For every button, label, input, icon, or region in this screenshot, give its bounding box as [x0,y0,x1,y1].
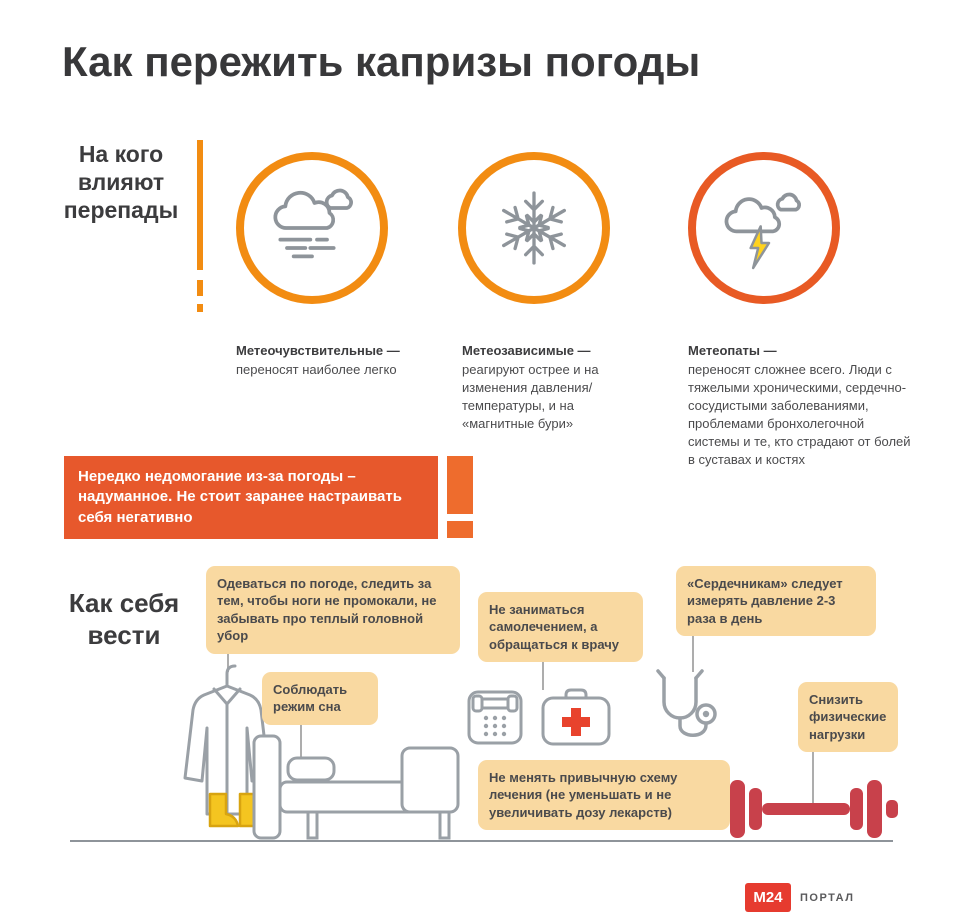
first-aid-kit-icon [541,688,611,746]
phone-icon [467,690,523,745]
exclamation-icon-dot [447,521,473,538]
term-description: переносят сложнее всего. Люди с тяжелыми… [688,361,911,467]
term-label: Метеочувствительные — [236,343,400,358]
warning-banner: Нередко недомогание из-за погоды – надум… [64,456,438,539]
section1-accent-dash [197,304,203,312]
stethoscope-icon [656,669,717,737]
portal-caption: ПОРТАЛ [800,892,855,904]
tip-bubble-medication: Не менять привычную схему лечения (не ум… [478,760,730,831]
connector-line [812,730,814,806]
connector-line [300,700,302,760]
tip-bubble-exercise: Снизить физические нагрузки [798,682,898,753]
section1-accent-dash [197,280,203,296]
page-title: Как пережить капризы погоды [62,38,701,85]
storm-cloud-icon [724,192,801,270]
fog-cloud-icon [273,188,353,259]
meteo-sensitive-text: Метеочувствительные — переносят наиболее… [236,342,431,379]
term-description: переносят наиболее легко [236,361,397,377]
ground-line [70,840,893,842]
connector-line [692,620,694,672]
term-description: реагируют острее и на изменения давления… [462,361,599,431]
meteo-dependent-text: Метеозависимые — реагируют острее и на и… [462,342,642,433]
exclamation-icon [447,456,473,514]
tip-bubble-sleep: Соблюдать режим сна [262,672,378,725]
meteo-dependent-circle [458,152,610,304]
m24-logo: М24 [745,883,791,912]
term-label: Метеозависимые — [462,343,591,358]
section2-label: Как себя вести [68,588,180,650]
warning-text: Нередко недомогание из-за погоды – надум… [78,468,402,526]
term-label: Метеопаты — [688,343,777,358]
meteo-sensitive-circle [236,152,388,304]
meteopath-circle [688,152,840,304]
tip-bubble-pressure: «Сердечникам» следует измерять давление … [676,566,876,637]
bed-icon [252,734,460,840]
tip-bubble-doctor: Не заниматься самолечением, а обращаться… [478,592,643,663]
snowflake-icon [502,191,566,265]
dumbbell-icon [714,780,898,838]
tip-bubble-clothing: Одеваться по погоде, следить за тем, что… [206,566,460,654]
meteopath-text: Метеопаты — переносят сложнее всего. Люд… [688,342,912,469]
section1-accent-bar [197,140,203,270]
section1-label: На кого влияют перепады [63,141,179,224]
